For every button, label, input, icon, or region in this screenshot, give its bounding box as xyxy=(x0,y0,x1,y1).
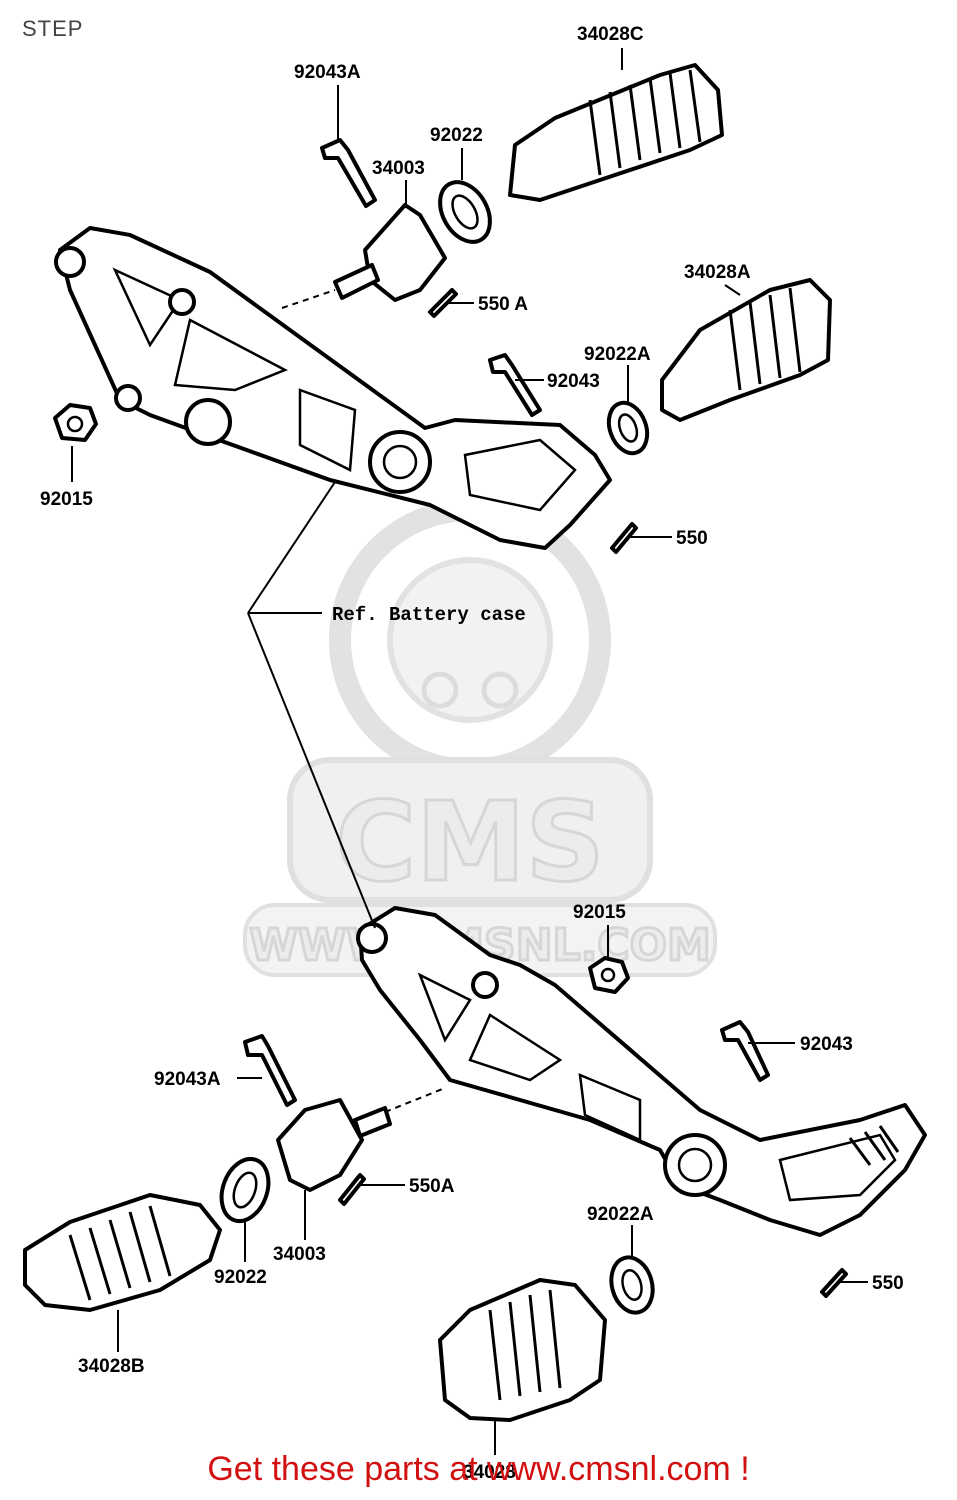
label-92043A-bottom: 92043A xyxy=(154,1069,221,1090)
label-92015-top: 92015 xyxy=(40,489,93,510)
label-34028-bottom: 34028 xyxy=(463,1462,516,1483)
label-34028C: 34028C xyxy=(577,24,644,45)
label-34028A: 34028A xyxy=(684,262,751,283)
bottom-cotter-550 xyxy=(820,1268,848,1298)
label-34003-bottom: 34003 xyxy=(273,1244,326,1265)
top-footpeg-34028A xyxy=(660,278,832,422)
part-labels: 34028C 92043A 92022 34003 550 A 34028A 9… xyxy=(40,24,904,1483)
bottom-pin-92043A xyxy=(243,1034,297,1107)
label-550A-bottom: 550A xyxy=(409,1176,455,1197)
bottom-footpeg-34028 xyxy=(438,1278,607,1422)
bottom-nut-92015 xyxy=(588,956,630,994)
top-holder-34003 xyxy=(333,203,447,302)
label-92043A-top: 92043A xyxy=(294,62,361,83)
bottom-washer-92022 xyxy=(219,1157,271,1223)
top-step-bracket xyxy=(54,226,612,550)
label-ref-battery-case: Ref. Battery case xyxy=(332,604,526,626)
top-nut-92015 xyxy=(53,403,98,442)
page-title: STEP xyxy=(22,16,84,41)
top-pin-92043A xyxy=(320,138,377,208)
label-92022A-bottom: 92022A xyxy=(587,1204,654,1225)
label-34003-top: 34003 xyxy=(372,158,425,179)
watermark-brand: CMS xyxy=(335,778,604,906)
top-footpeg-34028C xyxy=(508,63,724,202)
top-cotter-550 xyxy=(610,522,638,554)
bottom-cotter-550A xyxy=(338,1173,366,1206)
top-cotter-550A xyxy=(428,288,458,318)
bottom-holder-34003 xyxy=(276,1098,392,1192)
label-550-top: 550 xyxy=(676,528,708,549)
label-550-bottom: 550 xyxy=(872,1273,904,1294)
bottom-pin-92043 xyxy=(720,1020,770,1082)
label-92043-top: 92043 xyxy=(547,371,600,392)
label-550A-top: 550 A xyxy=(478,294,528,315)
label-92043-bottom: 92043 xyxy=(800,1034,853,1055)
label-34028B: 34028B xyxy=(78,1356,145,1377)
top-washer-92022A xyxy=(606,400,650,456)
label-92015-bottom: 92015 xyxy=(573,902,626,923)
label-92022A-top: 92022A xyxy=(584,344,651,365)
top-pin-92043 xyxy=(488,353,542,417)
bottom-footpeg-34028B xyxy=(23,1193,222,1312)
bottom-step-bracket xyxy=(356,906,927,1237)
cms-watermark: CMS WWW.CMSNL.COM xyxy=(243,499,717,977)
leader-lines xyxy=(71,48,868,1455)
top-washer-92022 xyxy=(438,180,492,244)
footer-cta[interactable]: Get these parts at www.cmsnl.com ! xyxy=(207,1450,750,1488)
bottom-washer-92022A xyxy=(609,1255,655,1315)
label-92022-top: 92022 xyxy=(430,125,483,146)
label-92022-bottom: 92022 xyxy=(214,1267,267,1288)
